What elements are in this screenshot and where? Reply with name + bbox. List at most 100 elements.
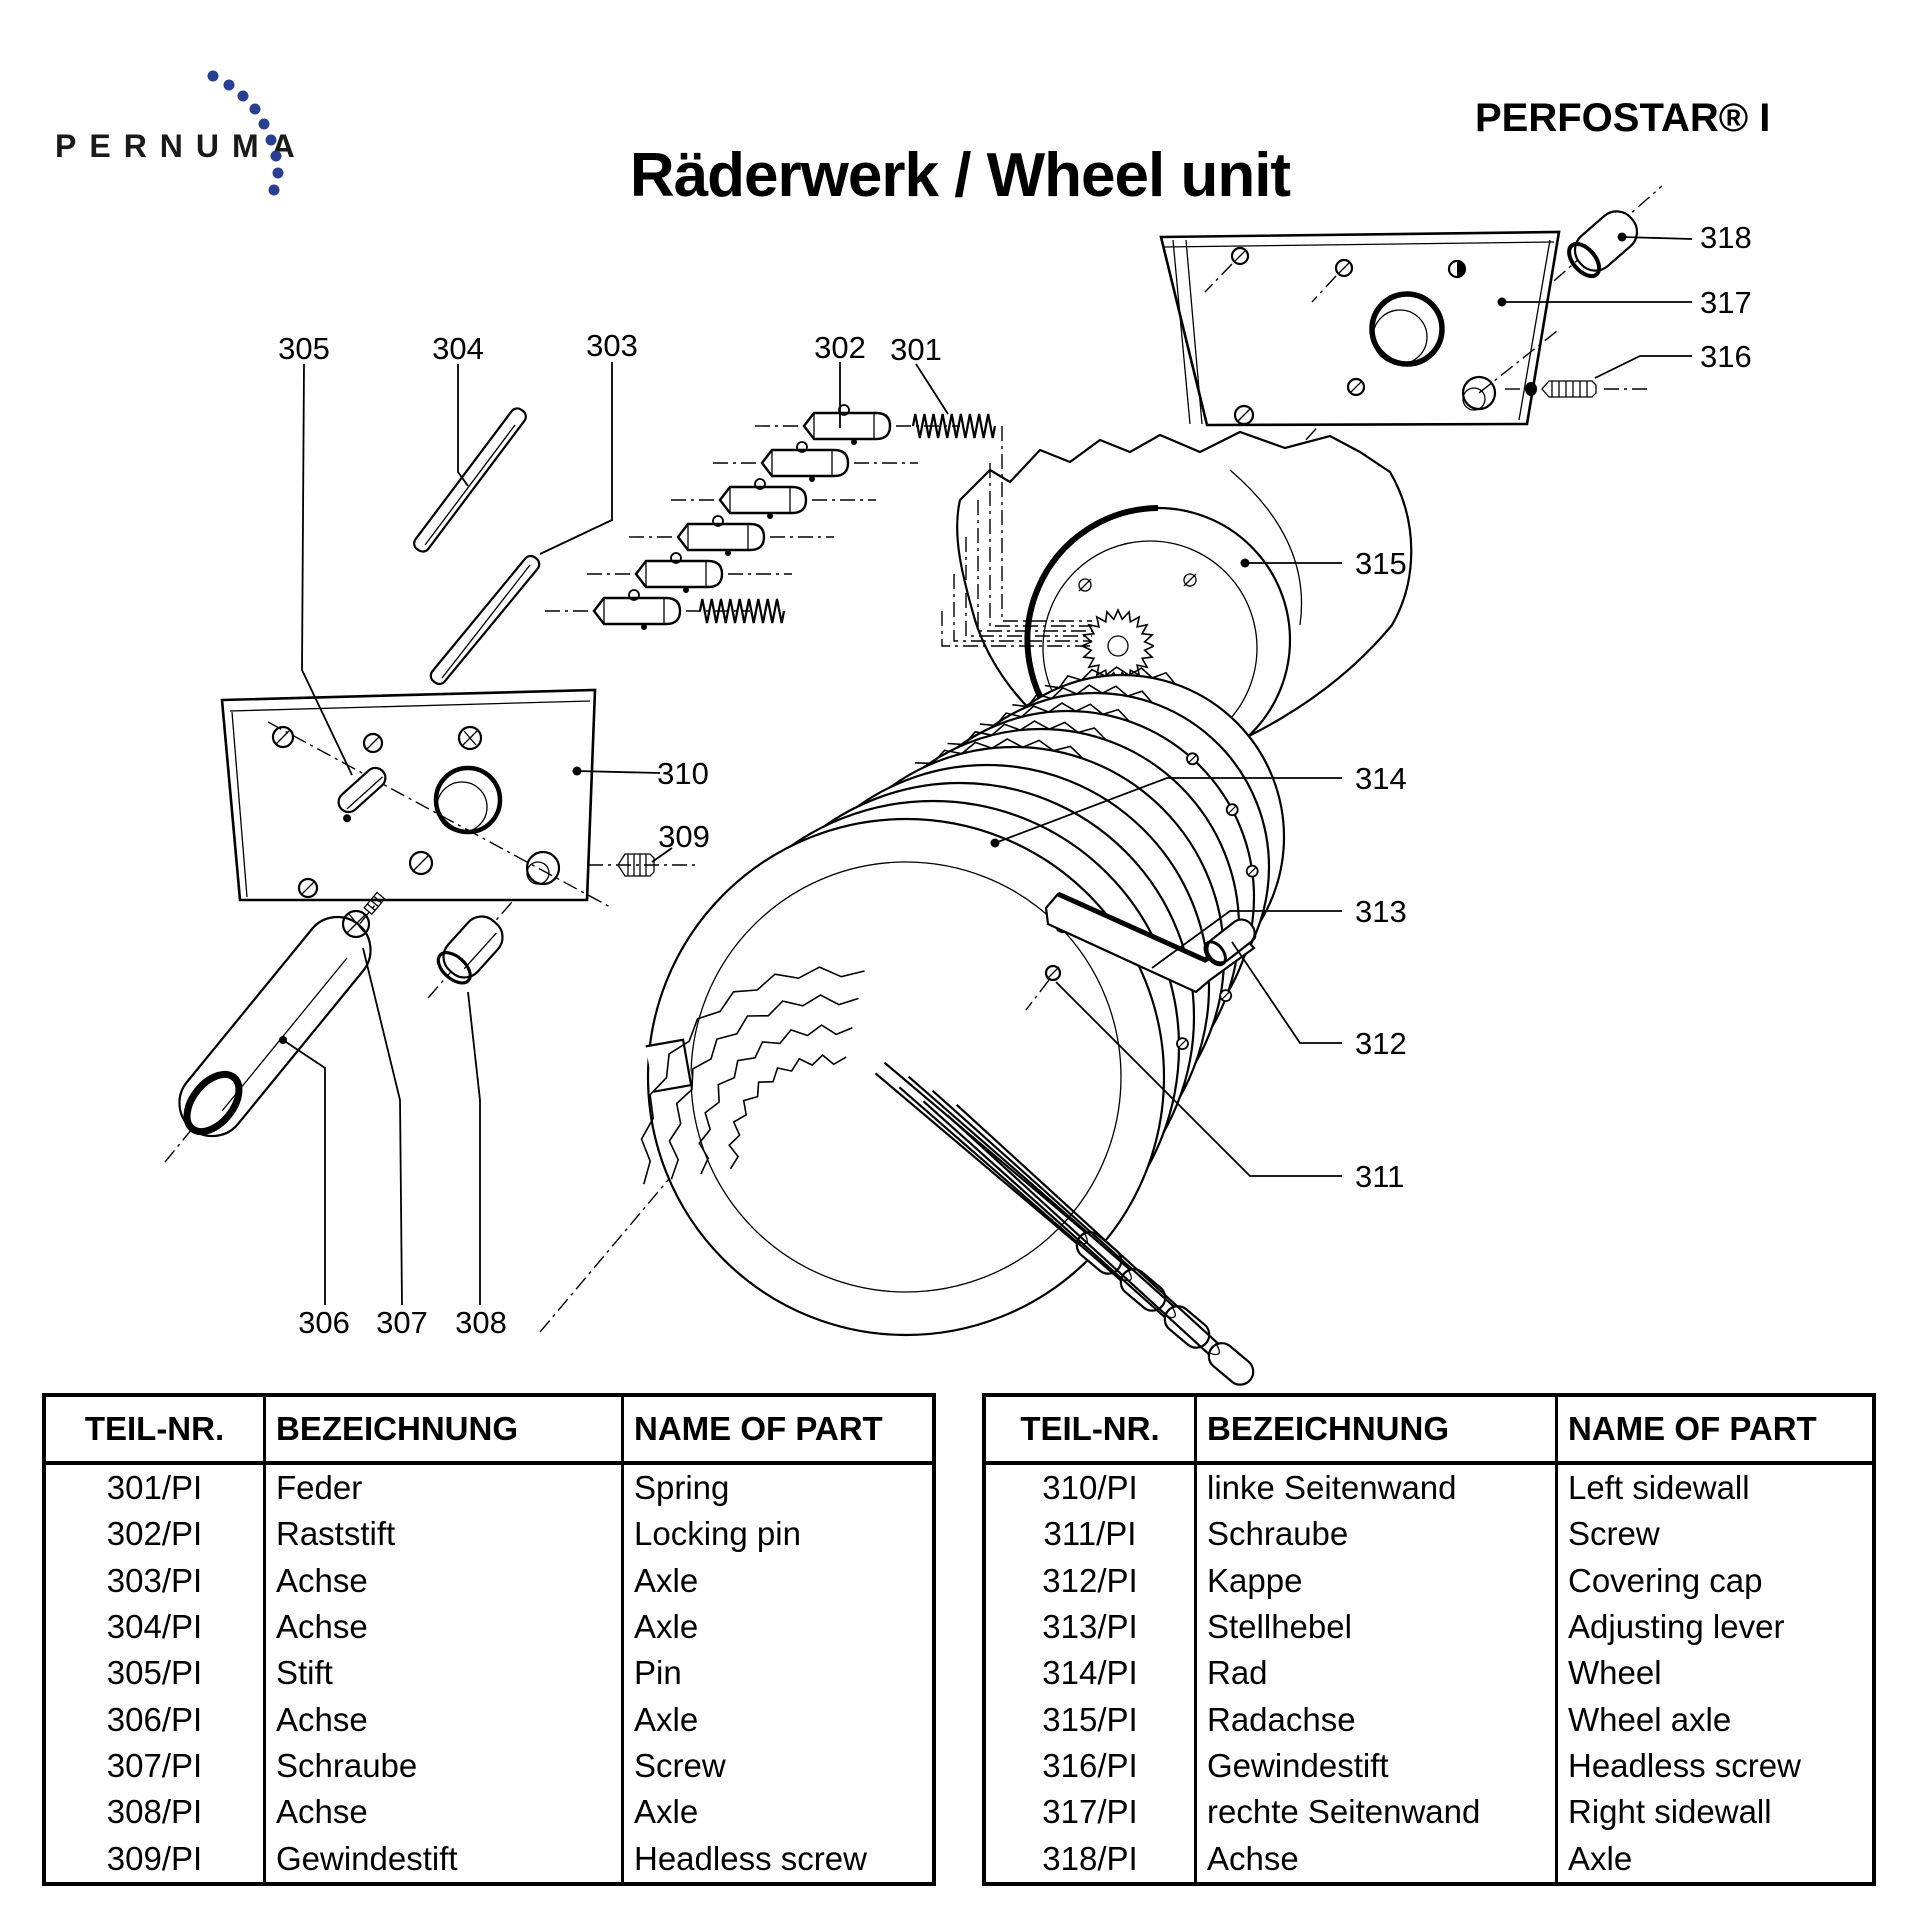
table-cell: Stellhebel bbox=[1194, 1603, 1555, 1651]
locking-pin bbox=[713, 441, 918, 482]
table-cell: 314/PI bbox=[1042, 1654, 1138, 1692]
table-cell: 317/PI bbox=[1042, 1793, 1138, 1831]
table-cell: Screw bbox=[1555, 1511, 1872, 1558]
part-label-318: 318 bbox=[1700, 220, 1752, 255]
part-label-316: 316 bbox=[1700, 339, 1752, 374]
table-cell: Locking pin bbox=[621, 1511, 932, 1558]
table-cell: Spring bbox=[621, 1465, 932, 1512]
header-bezeichnung: BEZEICHNUNG bbox=[263, 1397, 621, 1461]
table-header: TEIL-NR. BEZEICHNUNG NAME OF PART bbox=[986, 1397, 1872, 1465]
table-cell: 313/PI bbox=[1042, 1608, 1138, 1646]
table-cell: rechte Seitenwand bbox=[1194, 1789, 1555, 1836]
exploded-parts-diagram: 305 304 303 302 301 306 307 308 309 310 … bbox=[164, 185, 1752, 1386]
table-cell: 306/PI bbox=[106, 1700, 203, 1738]
header-teil-nr: TEIL-NR. bbox=[1020, 1410, 1160, 1447]
table-cell: Pin bbox=[621, 1650, 932, 1697]
locking-pin bbox=[671, 478, 876, 519]
table-cell: Kappe bbox=[1194, 1557, 1555, 1604]
table-cell: Achse bbox=[263, 1789, 621, 1836]
table-cell: 311/PI bbox=[1043, 1515, 1137, 1553]
table-cell: 315/PI bbox=[1042, 1700, 1138, 1738]
table-cell: Axle bbox=[621, 1696, 932, 1743]
wheel-notch bbox=[645, 1038, 694, 1093]
axle-318-tube bbox=[1567, 210, 1639, 279]
spring-icon bbox=[698, 598, 786, 624]
table-cell: Achse bbox=[1194, 1835, 1555, 1882]
part-label-310: 310 bbox=[657, 756, 709, 791]
part-label-307: 307 bbox=[376, 1305, 428, 1340]
screw-307 bbox=[341, 891, 386, 939]
table-cell: Left sidewall bbox=[1555, 1465, 1872, 1512]
locking-pin bbox=[629, 515, 834, 556]
part-labels: 305 304 303 302 301 306 307 308 309 310 … bbox=[278, 220, 1752, 1340]
table-cell: 303/PI bbox=[106, 1561, 203, 1599]
part-label-313: 313 bbox=[1355, 894, 1407, 929]
table-cell: 310/PI bbox=[1042, 1469, 1138, 1507]
table-cell: linke Seitenwand bbox=[1194, 1465, 1555, 1512]
table-cell: Achse bbox=[263, 1603, 621, 1651]
spring-icon bbox=[911, 413, 997, 439]
table-cell: Axle bbox=[621, 1603, 932, 1651]
disc-serrations bbox=[914, 666, 1176, 765]
table-cell: Feder bbox=[263, 1465, 621, 1512]
headless-screw-309 bbox=[617, 853, 655, 877]
part-label-309: 309 bbox=[658, 819, 710, 854]
locking-pin bbox=[755, 404, 960, 445]
table-header: TEIL-NR. BEZEICHNUNG NAME OF PART bbox=[46, 1397, 932, 1465]
table-cell: Schraube bbox=[1194, 1511, 1555, 1558]
part-label-305: 305 bbox=[278, 331, 330, 366]
locking-pins bbox=[545, 404, 960, 630]
table-cell: Radachse bbox=[1194, 1696, 1555, 1743]
table-cell: Rad bbox=[1194, 1650, 1555, 1697]
header-name-of-part: NAME OF PART bbox=[621, 1397, 932, 1461]
table-cell: Headless screw bbox=[1555, 1742, 1872, 1790]
table-cell: Screw bbox=[621, 1742, 932, 1790]
product-name: PERFOSTAR® I bbox=[1475, 96, 1771, 140]
table-cell: Gewindestift bbox=[263, 1835, 621, 1882]
parts-table-left: TEIL-NR. BEZEICHNUNG NAME OF PART 301/PI… bbox=[42, 1393, 936, 1886]
part-label-312: 312 bbox=[1355, 1026, 1407, 1061]
table-cell: 307/PI bbox=[106, 1746, 203, 1784]
table-cell: 305/PI bbox=[106, 1654, 203, 1692]
table-cell: Axle bbox=[1555, 1835, 1872, 1882]
table-cell: Right sidewall bbox=[1555, 1789, 1872, 1836]
locking-pin bbox=[587, 552, 792, 593]
logo-dots-icon bbox=[207, 70, 284, 196]
table-cell: Axle bbox=[621, 1789, 932, 1836]
part-label-308: 308 bbox=[455, 1305, 507, 1340]
table-cell: 309/PI bbox=[106, 1839, 203, 1877]
table-cell: 301/PI bbox=[106, 1469, 203, 1507]
left-sidewall-plate bbox=[220, 688, 613, 909]
table-cell: Achse bbox=[263, 1696, 621, 1743]
pin-axis-bundle bbox=[941, 426, 1092, 647]
embossing-teeth-cluster bbox=[640, 966, 865, 1185]
table-cell: Stift bbox=[263, 1650, 621, 1697]
wheel-disc-stack bbox=[646, 673, 1286, 1337]
table-cell: Axle bbox=[621, 1557, 932, 1604]
table-cell: Wheel axle bbox=[1555, 1696, 1872, 1743]
axle-304 bbox=[413, 407, 527, 553]
table-cell: 318/PI bbox=[1042, 1839, 1138, 1877]
part-label-302: 302 bbox=[814, 330, 866, 365]
part-label-315: 315 bbox=[1355, 546, 1407, 581]
lever-arms bbox=[874, 1061, 1255, 1386]
axle-308-tube bbox=[436, 915, 504, 985]
parts-table-right: TEIL-NR. BEZEICHNUNG NAME OF PART 310/PI… bbox=[982, 1393, 1876, 1886]
table-cell: Adjusting lever bbox=[1555, 1603, 1872, 1651]
